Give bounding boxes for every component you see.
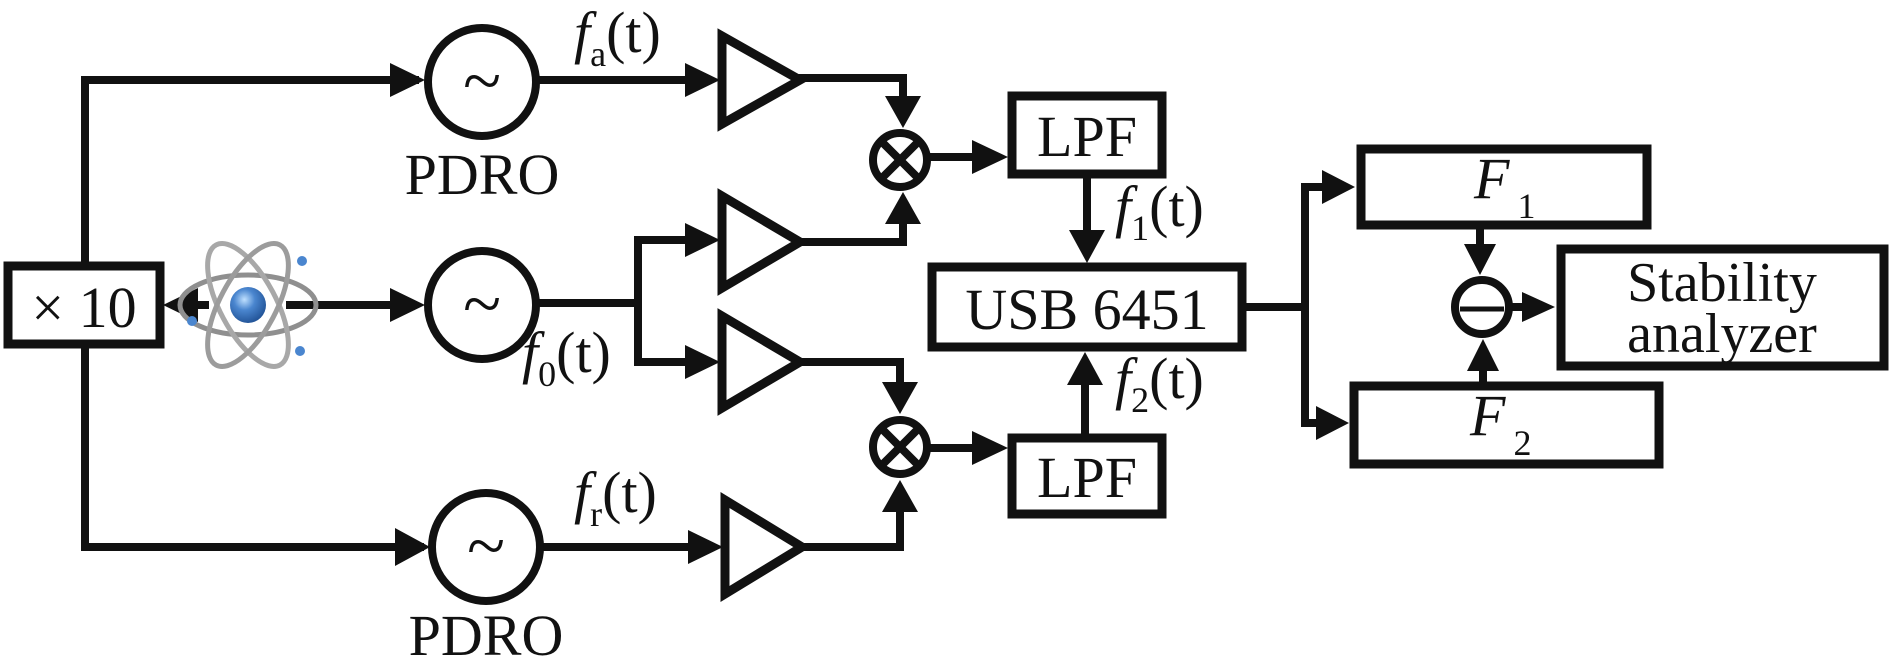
- arrow-down-icon: [882, 382, 918, 414]
- amplifier-icon: [717, 308, 809, 416]
- wire-amp1-to-mixer1: [796, 74, 907, 114]
- oscillator-label: PDRO: [405, 142, 560, 207]
- usb-daq-block: USB 6451: [927, 262, 1247, 352]
- sine-wave-icon: ~: [467, 508, 505, 585]
- lpf-label: LPF: [1037, 445, 1137, 510]
- arrow-up-icon: [882, 480, 918, 512]
- usb-daq-label: USB 6451: [965, 277, 1208, 342]
- arrow-up-icon: [1067, 352, 1103, 385]
- signal-label-f0: f0(t): [522, 320, 611, 394]
- arrow-right-icon: [685, 223, 720, 257]
- subtractor: [1451, 276, 1513, 338]
- wire-amp3-to-mixer2: [796, 358, 904, 399]
- arrow-right-icon: [685, 63, 720, 97]
- svg-text:F2: F2: [1469, 383, 1531, 463]
- oscillator-pdro-bottom: ~ PDRO: [409, 489, 564, 664]
- analyzer-label-line2: analyzer: [1627, 303, 1817, 365]
- multiplier-label: × 10: [31, 275, 136, 340]
- wire-amp4-to-mixer2: [796, 496, 904, 551]
- signal-label-fa: fa(t): [574, 0, 661, 74]
- electron: [295, 346, 305, 356]
- arrow-right-icon: [390, 63, 425, 97]
- sine-wave-icon: ~: [463, 43, 501, 120]
- lpf-label: LPF: [1037, 104, 1137, 169]
- arrow-down-icon: [1464, 244, 1496, 275]
- oscillator-mid: ~: [424, 247, 540, 363]
- wires: [81, 74, 1529, 551]
- signal-label-f1: f1(t): [1115, 174, 1204, 248]
- arrow-down-icon: [1069, 230, 1105, 263]
- sine-wave-icon: ~: [463, 266, 501, 343]
- amplifier-icon: [717, 28, 810, 132]
- mixer-top: [869, 129, 931, 191]
- arrow-right-icon: [1322, 170, 1355, 204]
- arrow-right-icon: [1316, 406, 1349, 440]
- oscillator-label: PDRO: [409, 603, 564, 664]
- arrow-right-icon: [685, 345, 720, 379]
- arrow-right-icon: [972, 140, 1008, 174]
- stability-analyzer-block: Stability analyzer: [1556, 244, 1889, 371]
- analyzer-label-line1: Stability: [1627, 252, 1817, 314]
- arrow-right-icon: [972, 431, 1008, 465]
- electron: [187, 316, 197, 326]
- wire-x10-to-pdro-top: [81, 76, 419, 266]
- signal-label-fr: fr(t): [574, 460, 657, 534]
- amplifier-icon: [720, 491, 811, 603]
- signal-label-f2: f2(t): [1115, 346, 1204, 420]
- lpf-top: LPF: [1007, 91, 1167, 179]
- mixer-bottom: [869, 416, 931, 478]
- arrow-right-icon: [688, 530, 723, 564]
- lpf-bottom: LPF: [1007, 433, 1167, 519]
- electron: [297, 256, 307, 266]
- amplifier-icon: [717, 188, 809, 296]
- arrowheads: [163, 63, 1555, 566]
- multiplier-block: × 10: [3, 261, 165, 349]
- arrow-up-icon: [1467, 339, 1499, 371]
- arrow-right-icon: [1522, 292, 1555, 322]
- arrow-down-icon: [885, 96, 921, 128]
- arrow-right-icon: [395, 528, 430, 566]
- arrow-right-icon: [390, 288, 425, 322]
- oscillator-pdro-top: ~ PDRO: [405, 24, 560, 207]
- atom-icon: [177, 241, 319, 369]
- svg-text:F1: F1: [1473, 146, 1535, 226]
- nucleus: [230, 287, 266, 323]
- wire-amp2-to-mixer1: [796, 208, 907, 246]
- wire-x10-to-pdro-bottom: [81, 344, 424, 551]
- arrow-up-icon: [885, 192, 921, 224]
